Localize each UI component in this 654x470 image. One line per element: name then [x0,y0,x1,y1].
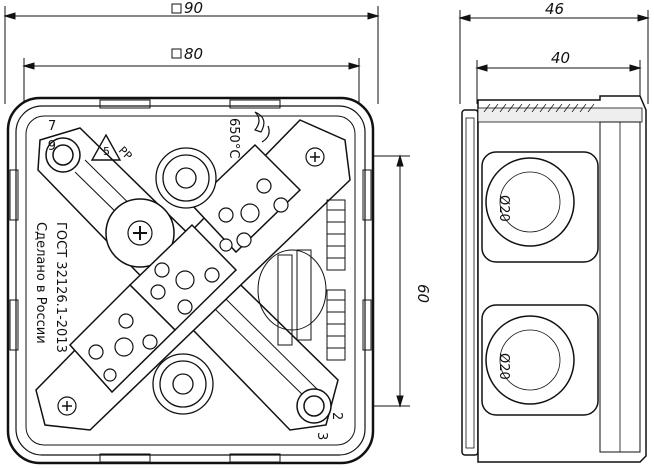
spring-clamps [257,199,346,361]
made-in-marking: Сделано в России [33,222,48,344]
gland-bottom [152,353,214,415]
front-view: PP 5 650°C ГОСТ 32126.1-2013 Сделано в Р… [6,96,375,465]
dimension-side-overall-label: 46 [545,0,564,18]
terminal-block-upper [190,143,302,254]
dimension-overall-width-label: 90 [184,0,203,17]
recycle-icon [90,133,122,161]
gland-top [155,147,217,209]
port-top [485,157,575,247]
port-bottom-label: Ø20 [496,353,511,380]
gost-marking: ГОСТ 32126.1-2013 [53,222,68,353]
terminal-number: 2 [329,412,344,420]
mount-hole-top-left [45,137,81,173]
dimension-overall-width [3,3,380,104]
dimension-mount-spacing-label: 60 [414,284,432,303]
port-top-label: Ø20 [496,195,511,222]
mount-hole-bottom-right [296,388,332,424]
temperature-label: 650°C [226,118,241,158]
dimension-side-overall [458,10,650,104]
dimension-side-inner-label: 40 [551,49,570,67]
side-view [461,95,647,463]
dimension-inner-width-label: 80 [184,45,203,63]
recycle-code: 5 [103,145,110,158]
dimension-inner-width [22,48,361,104]
terminal-number: 3 [314,432,329,440]
dimension-side-inner [475,60,642,104]
terminal-number: 7 [48,119,56,134]
terminal-number: 6 [48,136,56,151]
flame-icon [253,111,270,143]
port-bottom [485,315,575,405]
